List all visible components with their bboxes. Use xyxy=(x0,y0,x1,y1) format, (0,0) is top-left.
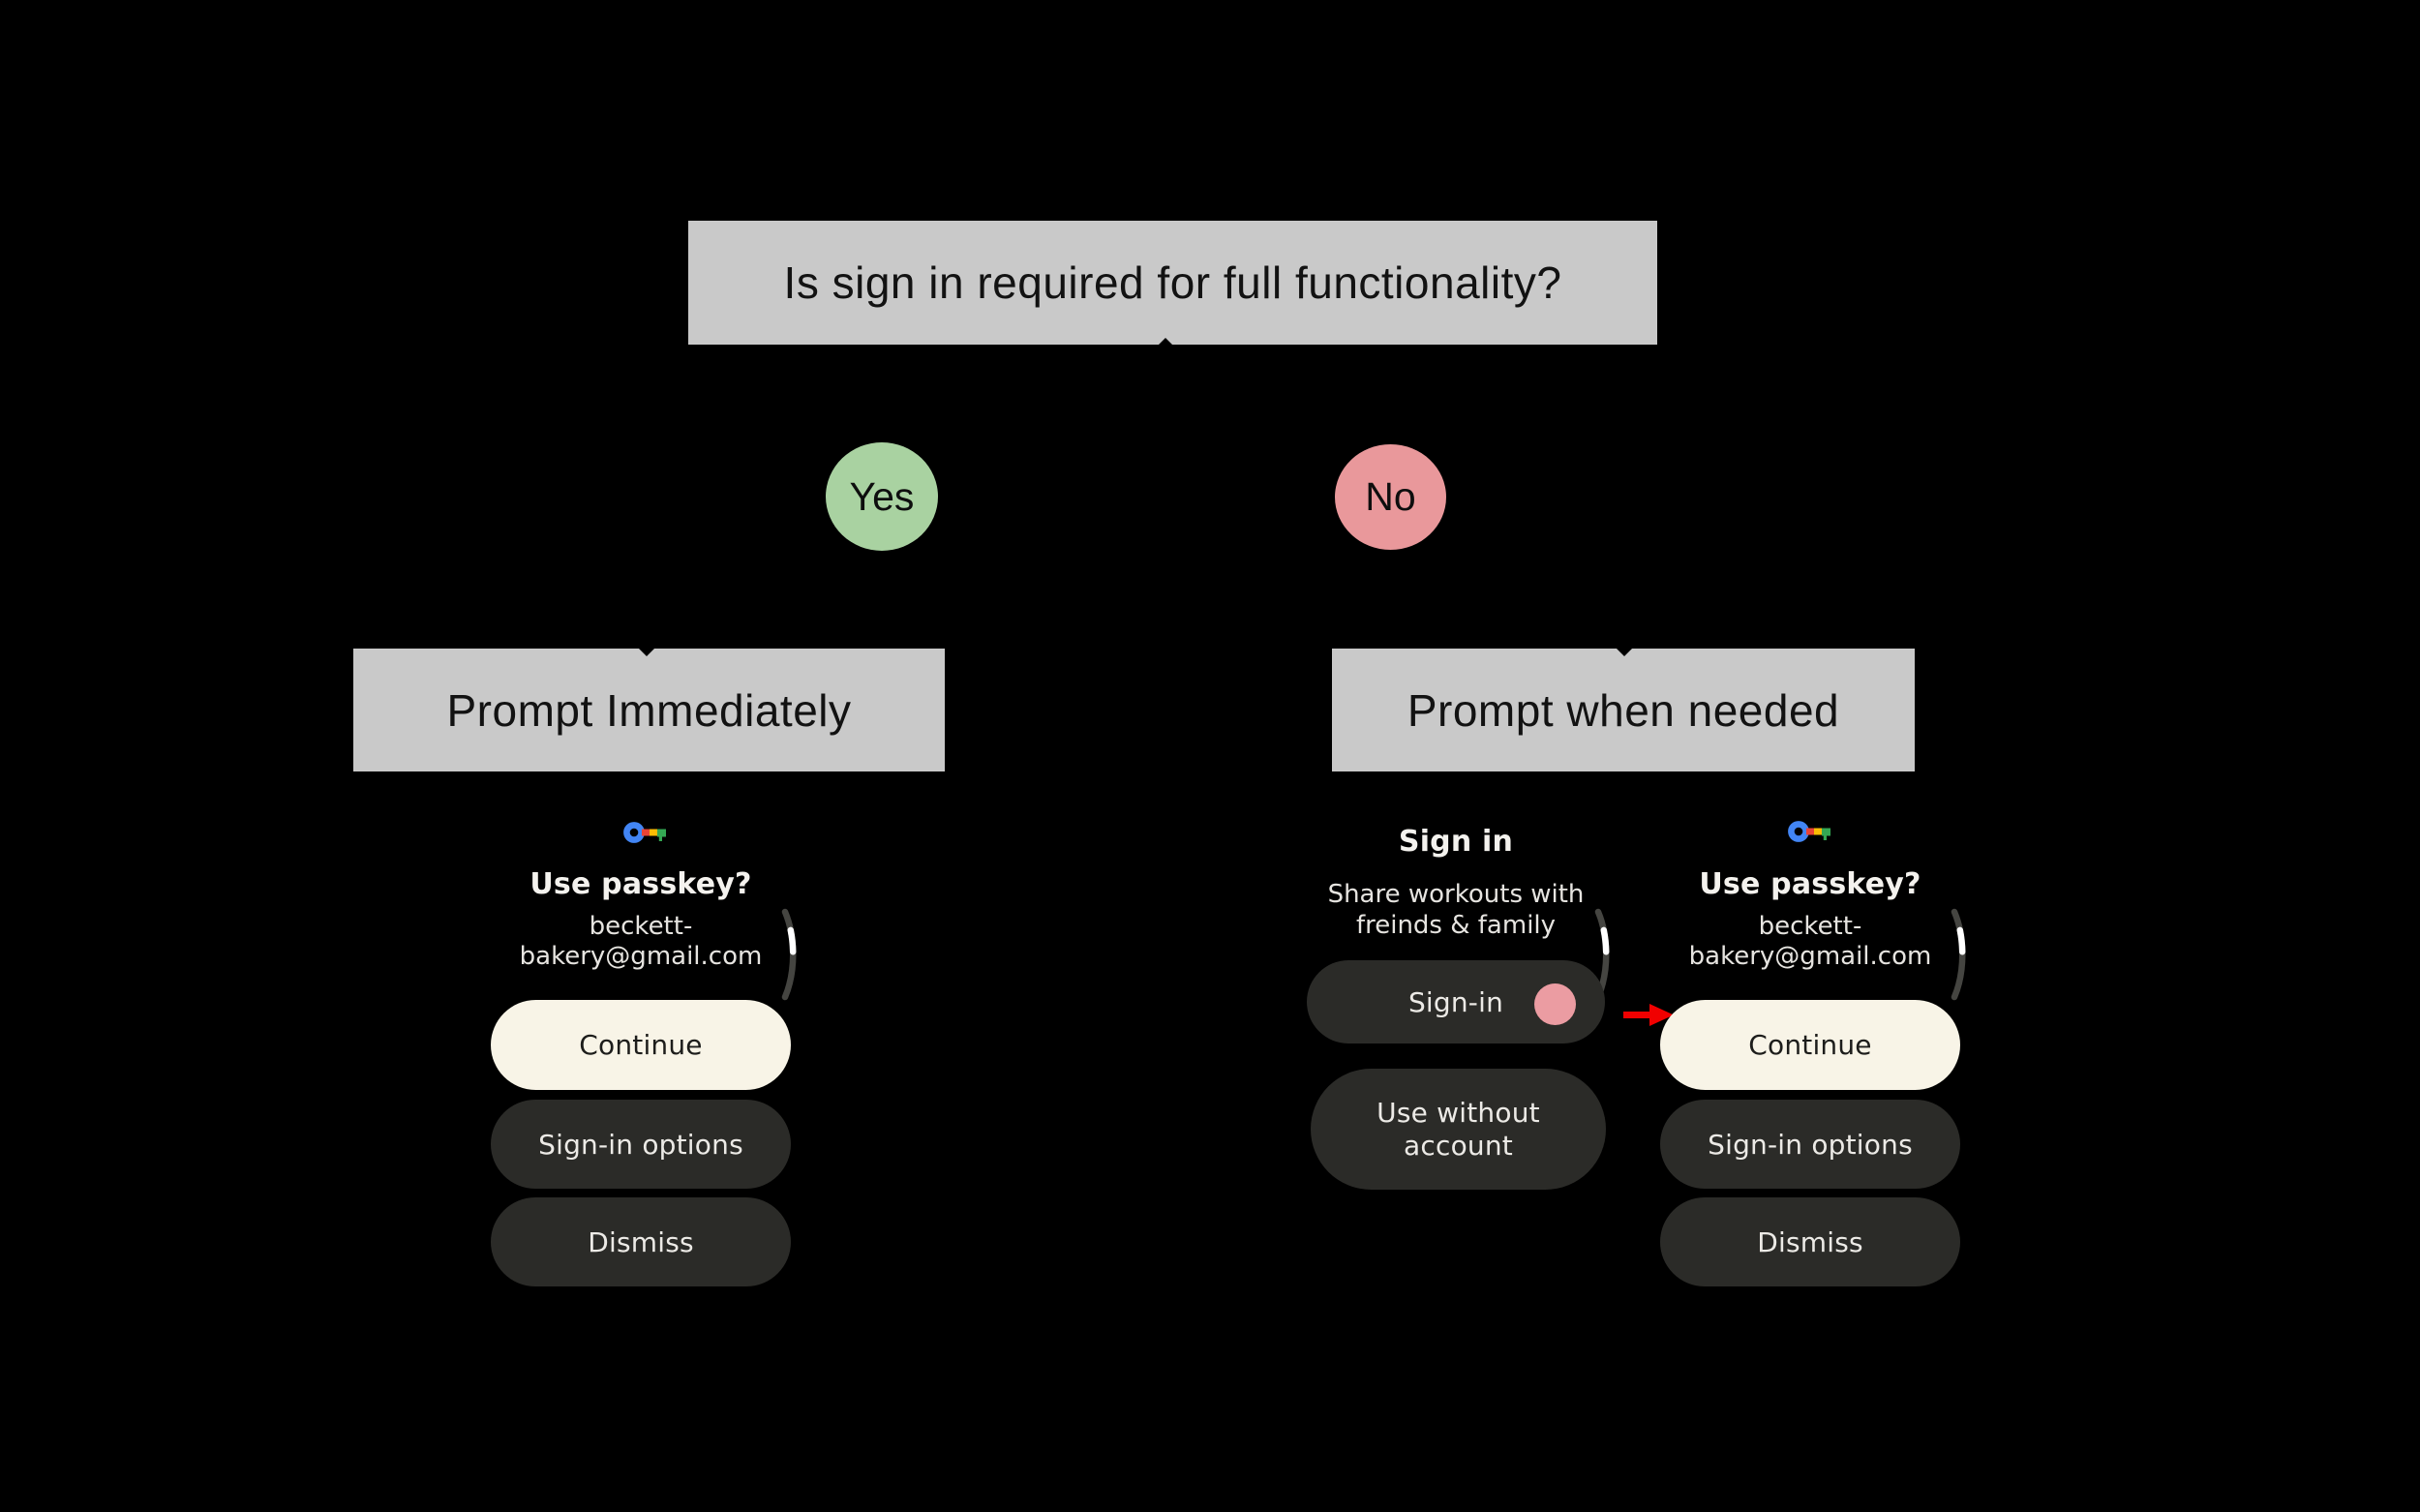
passkey-icon xyxy=(623,821,666,844)
dismiss-button[interactable]: Dismiss xyxy=(491,1197,791,1286)
prompt-immediately-text: Prompt Immediately xyxy=(446,684,852,736)
passkey-icon xyxy=(1788,820,1830,843)
dismiss-button[interactable]: Dismiss xyxy=(1660,1197,1960,1286)
no-node: No xyxy=(1335,444,1446,550)
signin-heading: Sign in xyxy=(1398,825,1514,859)
no-label: No xyxy=(1365,474,1416,519)
connector-arrowhead xyxy=(1617,649,1632,656)
question-box: Is sign in required for full functionali… xyxy=(688,221,1657,345)
yes-node: Yes xyxy=(826,442,938,551)
connector-arrowhead xyxy=(1158,338,1173,346)
red-arrow-right-icon xyxy=(1622,1003,1675,1032)
question-text: Is sign in required for full functionali… xyxy=(783,257,1562,308)
scroll-indicator-icon xyxy=(780,908,802,1005)
prompt-when-needed-box: Prompt when needed xyxy=(1332,649,1915,771)
signin-options-button[interactable]: Sign-in options xyxy=(491,1100,791,1189)
use-without-account-button[interactable]: Use without account xyxy=(1311,1069,1606,1190)
passkey-heading: Use passkey? xyxy=(1699,867,1921,901)
prompt-immediately-box: Prompt Immediately xyxy=(353,649,945,771)
signin-options-button[interactable]: Sign-in options xyxy=(1660,1100,1960,1189)
yes-label: Yes xyxy=(849,473,915,519)
continue-button[interactable]: Continue xyxy=(1660,1000,1960,1090)
passkey-heading: Use passkey? xyxy=(529,867,752,901)
connector-arrowhead xyxy=(639,649,654,656)
prompt-when-needed-text: Prompt when needed xyxy=(1407,684,1840,736)
continue-button[interactable]: Continue xyxy=(491,1000,791,1090)
scroll-indicator-icon xyxy=(1950,908,1971,1005)
account-email: beckett- bakery@gmail.com xyxy=(519,912,763,971)
signin-subtitle: Share workouts with freinds & family xyxy=(1327,880,1585,940)
tap-indicator-icon xyxy=(1534,983,1576,1025)
account-email: beckett- bakery@gmail.com xyxy=(1688,912,1932,971)
